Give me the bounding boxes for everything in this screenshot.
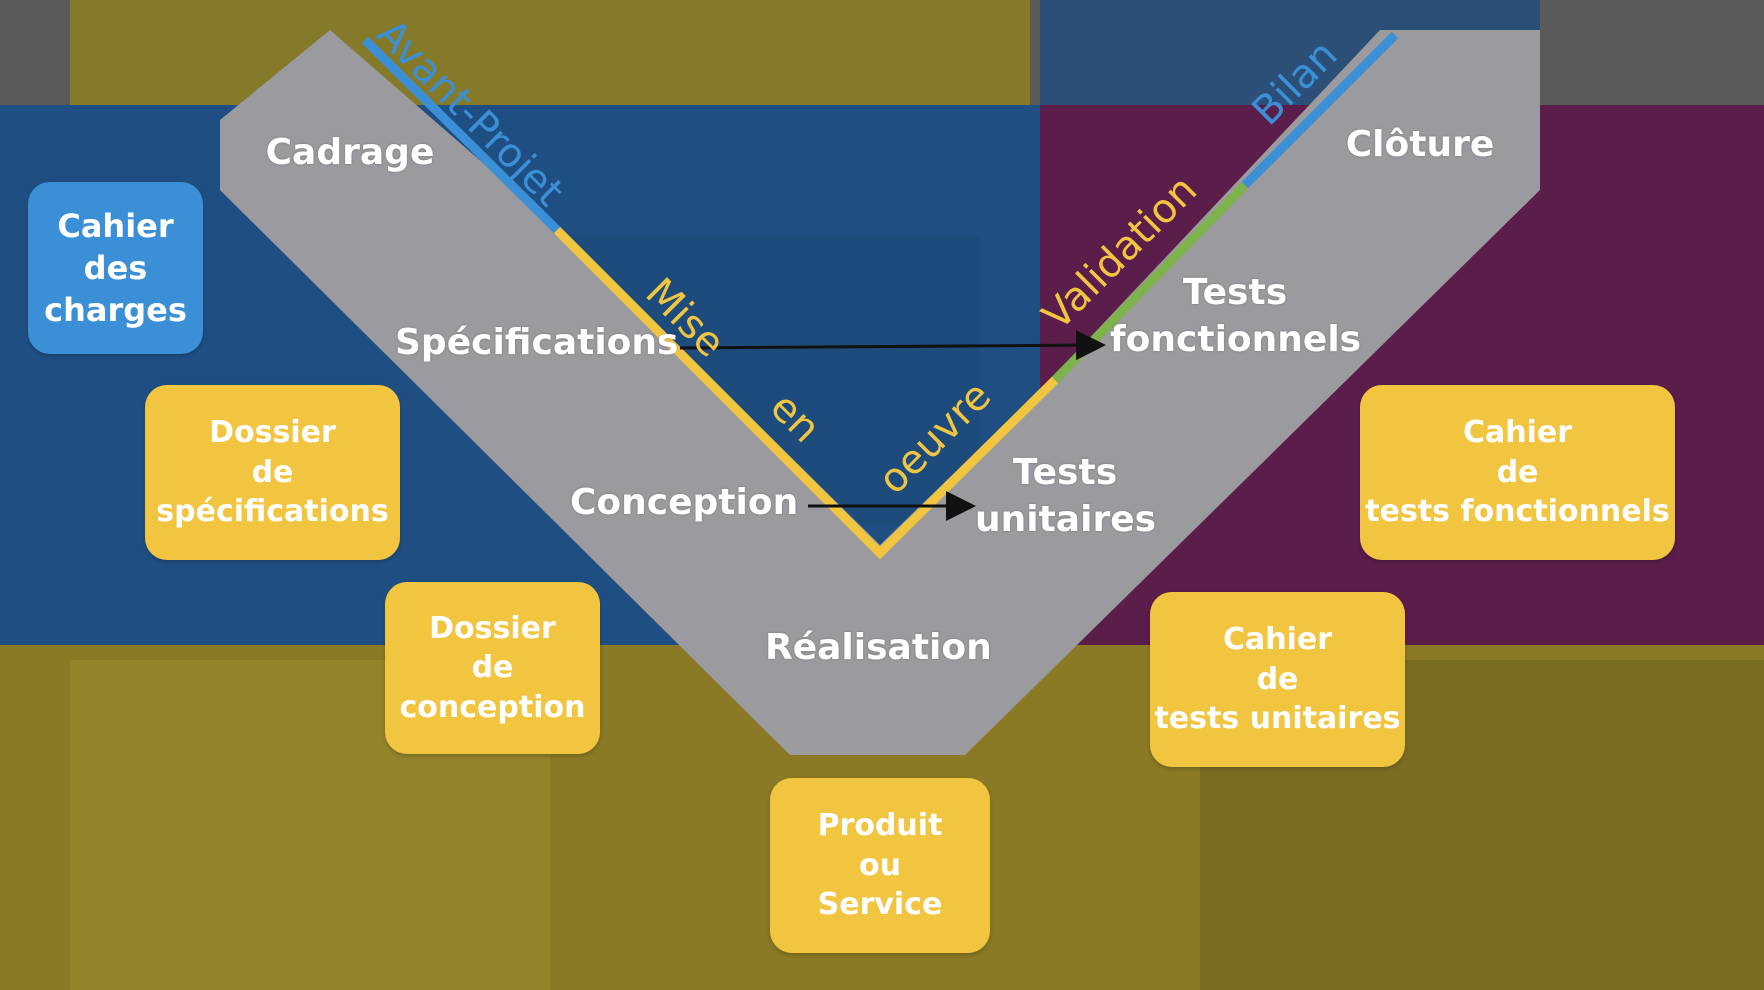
bilan-line [1241,31,1399,189]
step-conception: Conception [570,482,799,523]
step-realisation: Réalisation [765,627,992,668]
step-specifications: Spécifications [395,322,679,363]
deliverable-cahier-tests-fonctionnels: Cahier de tests fonctionnels [1360,385,1675,560]
deliverable-produit-service: Produit ou Service [770,778,990,953]
deliverable-dossier-conception: Dossier de conception [385,582,600,754]
arrow-specifications-to-tests-fonctionnels [679,330,1106,361]
step-cloture: Clôture [1345,124,1495,165]
deliverable-cahier-des-charges: Cahier des charges [28,182,203,354]
v-band [220,30,1540,755]
deliverable-dossier-specifications: Dossier de spécifications [145,385,400,560]
step-tests-fonctionnels: Tests fonctionnels [1110,272,1362,360]
mise-en-oeuvre-line [553,226,1059,560]
avant-projet-line [361,36,561,234]
step-cadrage: Cadrage [265,132,435,173]
step-tests-unitaires: Tests unitaires [975,452,1157,540]
deliverable-cahier-tests-unitaires: Cahier de tests unitaires [1150,592,1405,767]
